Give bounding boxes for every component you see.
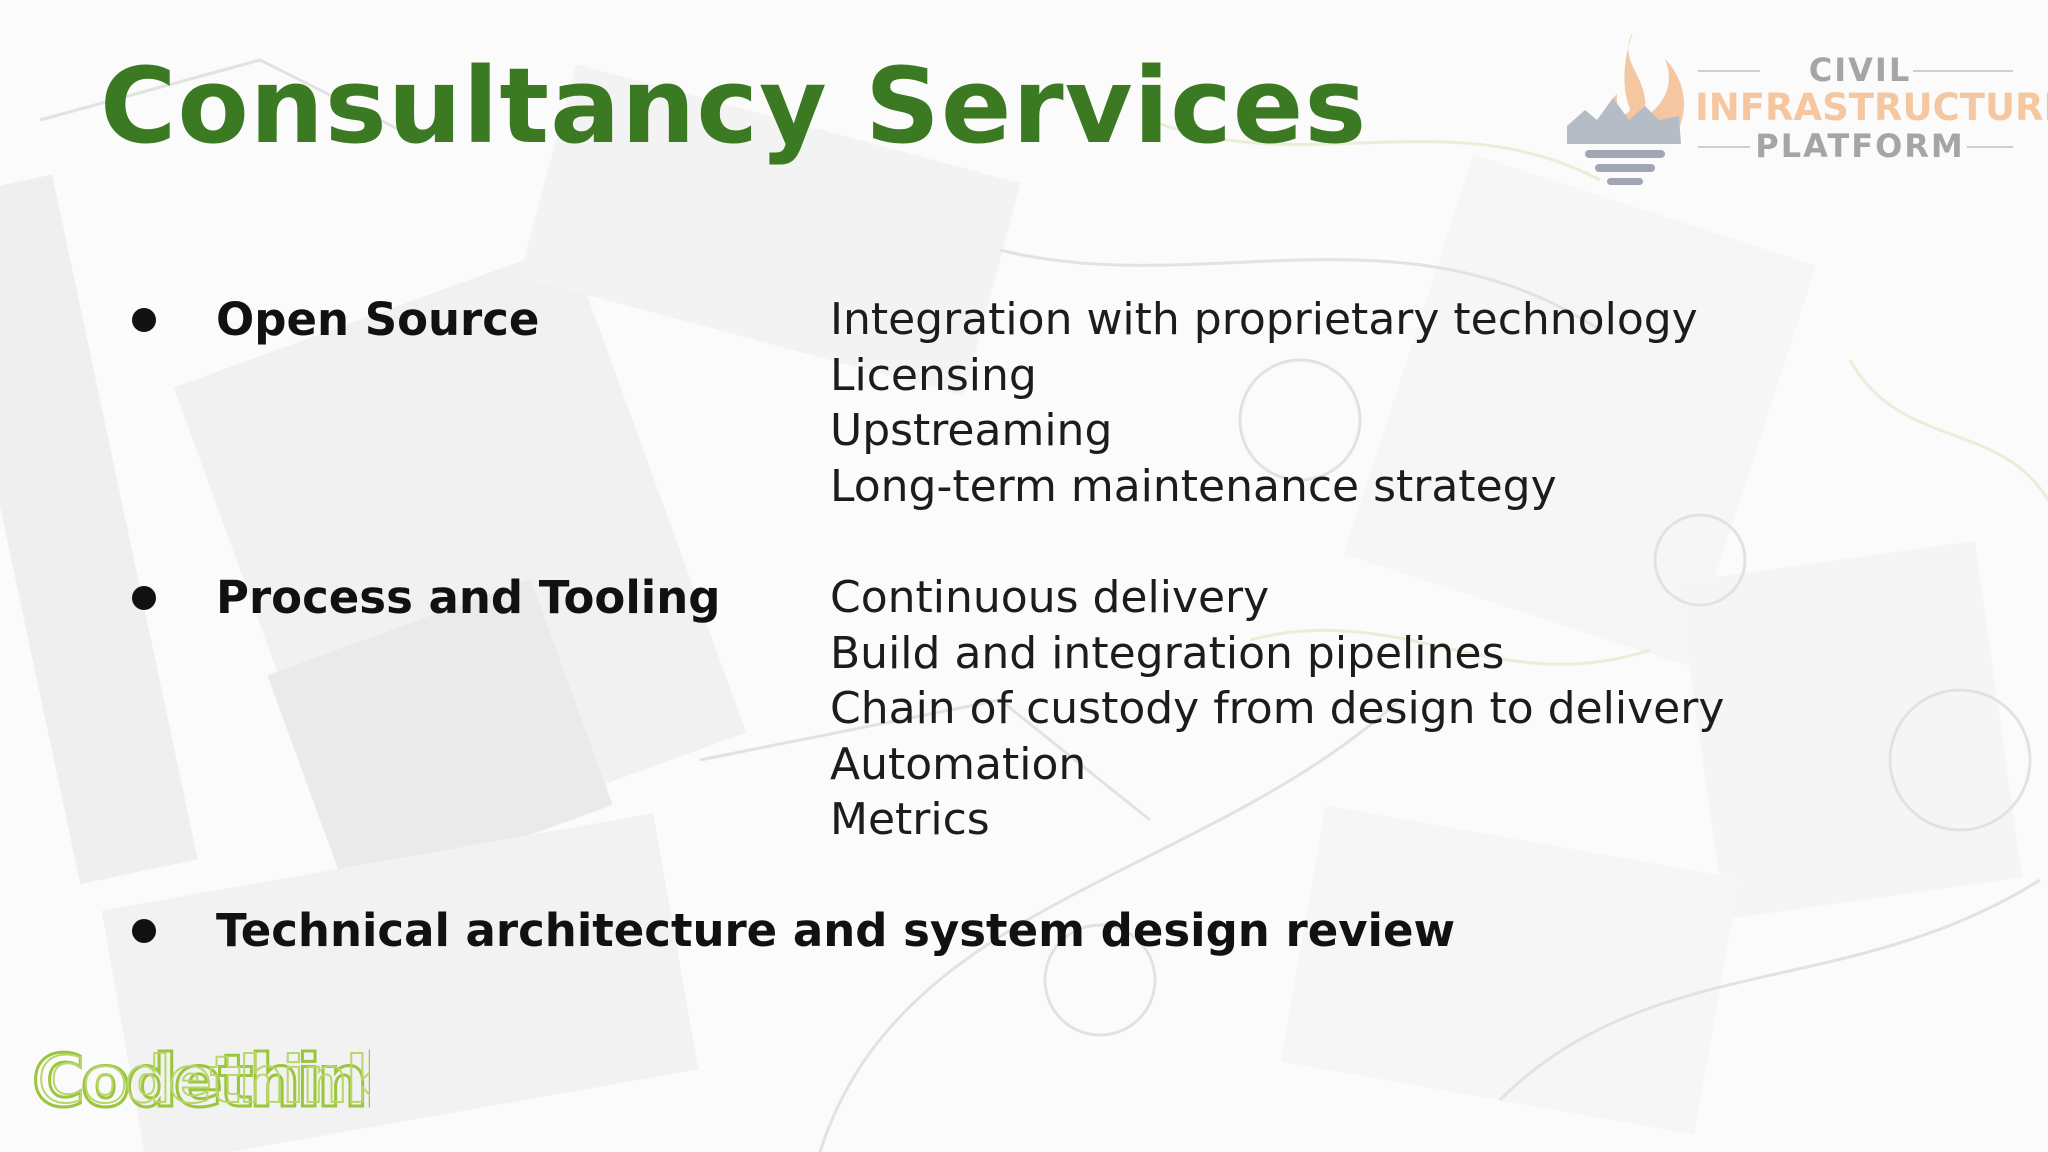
- codethink-logo-text: Codethink: [32, 1040, 370, 1120]
- list-item: Long-term maintenance strategy: [830, 460, 1557, 512]
- cip-divider-right-top: [1913, 70, 2013, 72]
- slide-title: Consultancy Services: [100, 45, 1368, 167]
- list-item: Chain of custody from design to delivery: [830, 683, 1725, 734]
- list-item: Metrics: [830, 794, 990, 845]
- list-item: Automation: [830, 738, 1087, 790]
- cip-wordmark: CIVIL INFRASTRUCTURE PLATFORM: [1695, 51, 2048, 165]
- codethink-logo-text-inner: Codethink: [38, 1044, 370, 1118]
- cip-flame-logo-icon: [1567, 32, 1685, 185]
- list-item: Licensing: [830, 349, 1037, 401]
- section-item-list: Integration with proprietary technology …: [830, 292, 1698, 514]
- codethink-logo: Codethink Codethink: [31, 1040, 371, 1120]
- cip-line-infrastructure: INFRASTRUCTURE: [1695, 86, 2048, 129]
- section-heading: Process and Tooling: [216, 571, 721, 624]
- bullet-dot-icon: [132, 308, 156, 332]
- cip-divider-left-top: [1698, 70, 1760, 72]
- section-heading: Open Source: [216, 293, 540, 346]
- bullet-dot-icon: [132, 586, 156, 610]
- section-heading: Technical architecture and system design…: [216, 904, 1456, 957]
- cip-logo: CIVIL INFRASTRUCTURE PLATFORM: [1555, 24, 2048, 194]
- cip-divider-left-bottom: [1698, 146, 1750, 148]
- section-item-list: Continuous delivery Build and integratio…: [830, 570, 1724, 848]
- cip-line-civil: CIVIL: [1808, 51, 1912, 89]
- list-item: Continuous delivery: [830, 572, 1270, 623]
- cip-divider-right-bottom: [1967, 146, 2013, 148]
- list-item: Integration with proprietary technology: [830, 294, 1698, 345]
- list-item: Upstreaming: [830, 405, 1113, 456]
- bullet-dot-icon: [132, 919, 156, 943]
- cip-line-platform: PLATFORM: [1755, 127, 1965, 165]
- list-item: Build and integration pipelines: [830, 627, 1505, 679]
